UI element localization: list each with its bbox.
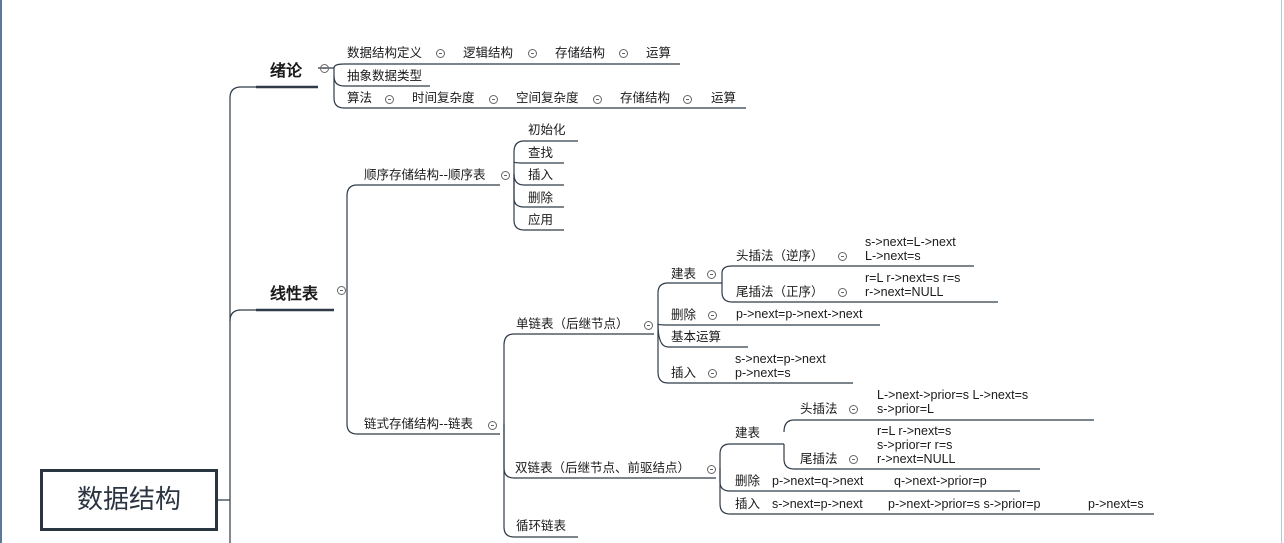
chain-title[interactable]: 链式存储结构--链表 bbox=[364, 416, 474, 431]
code-line: r=L r->next=s r=s bbox=[865, 271, 961, 285]
seq-item[interactable]: 应用 bbox=[528, 212, 554, 227]
intro-item[interactable]: 运算 bbox=[646, 45, 672, 60]
single-delete[interactable]: 删除 bbox=[671, 307, 697, 322]
code-line: p->next=q->next bbox=[772, 474, 864, 488]
collapse-icon[interactable] bbox=[385, 95, 394, 104]
intro-item[interactable]: 空间复杂度 bbox=[516, 90, 579, 105]
single-basic-ops[interactable]: 基本运算 bbox=[671, 329, 722, 344]
seq-item[interactable]: 查找 bbox=[528, 145, 554, 160]
circular-list[interactable]: 循环链表 bbox=[516, 518, 567, 533]
left-border bbox=[0, 0, 2, 543]
intro-item[interactable]: 存储结构 bbox=[555, 45, 606, 60]
collapse-icon[interactable] bbox=[708, 311, 717, 320]
double-head-insert[interactable]: 头插法 bbox=[800, 401, 838, 416]
intro-item[interactable]: 运算 bbox=[711, 90, 737, 105]
root-node[interactable]: 数据结构 bbox=[40, 469, 218, 531]
code-line: p->next->prior=s s->prior=p bbox=[888, 497, 1041, 511]
intro-item[interactable]: 时间复杂度 bbox=[412, 90, 475, 105]
intro-item[interactable]: 存储结构 bbox=[620, 90, 671, 105]
collapse-icon[interactable] bbox=[708, 369, 717, 378]
intro-item[interactable]: 逻辑结构 bbox=[463, 45, 514, 60]
collapse-icon[interactable] bbox=[489, 95, 498, 104]
root-title: 数据结构 bbox=[76, 485, 181, 515]
code-line: L->next->prior=s L->next=s bbox=[877, 388, 1029, 402]
double-delete[interactable]: 删除 bbox=[735, 473, 761, 488]
collapse-icon[interactable] bbox=[838, 252, 847, 261]
double-title[interactable]: 双链表（后继节点、前驱结点） bbox=[515, 460, 691, 475]
collapse-icon[interactable] bbox=[488, 421, 497, 430]
single-tail-insert[interactable]: 尾插法（正序） bbox=[736, 284, 824, 299]
right-border bbox=[1281, 0, 1282, 543]
seq-item[interactable]: 删除 bbox=[528, 190, 554, 205]
intro-title[interactable]: 绪论 bbox=[270, 61, 303, 80]
collapse-icon[interactable] bbox=[683, 95, 692, 104]
code-line: s->next=p->next bbox=[735, 352, 826, 366]
collapse-icon[interactable] bbox=[707, 465, 716, 474]
single-build[interactable]: 建表 bbox=[671, 266, 697, 281]
collapse-icon[interactable] bbox=[838, 288, 847, 297]
seq-title[interactable]: 顺序存储结构--顺序表 bbox=[364, 167, 486, 182]
single-head-insert[interactable]: 头插法（逆序） bbox=[736, 248, 824, 263]
collapse-icon[interactable] bbox=[436, 49, 445, 58]
double-tail-insert[interactable]: 尾插法 bbox=[800, 451, 838, 466]
collapse-icon[interactable] bbox=[644, 321, 653, 330]
code-line: L->next=s bbox=[865, 249, 921, 263]
seq-item[interactable]: 初始化 bbox=[528, 122, 566, 137]
collapse-icon[interactable] bbox=[528, 49, 537, 58]
collapse-icon[interactable] bbox=[337, 286, 346, 295]
intro-item[interactable]: 算法 bbox=[347, 90, 373, 105]
collapse-icon[interactable] bbox=[619, 49, 628, 58]
single-insert[interactable]: 插入 bbox=[671, 365, 697, 380]
single-title[interactable]: 单链表（后继节点） bbox=[516, 316, 629, 331]
double-insert[interactable]: 插入 bbox=[735, 496, 761, 511]
code-line: q->next->prior=p bbox=[894, 474, 987, 488]
collapse-icon[interactable] bbox=[849, 455, 858, 464]
code-line: r->next=NULL bbox=[877, 452, 956, 466]
code-line: s->prior=L bbox=[877, 402, 934, 416]
code-line: r=L r->next=s bbox=[877, 424, 952, 438]
code-line: s->prior=r r=s bbox=[877, 438, 953, 452]
collapse-icon[interactable] bbox=[707, 270, 716, 279]
code-line: s->next=L->next bbox=[865, 235, 956, 249]
code-line: p->next=s bbox=[1088, 497, 1144, 511]
intro-item[interactable]: 数据结构定义 bbox=[347, 45, 423, 60]
intro-item[interactable]: 抽象数据类型 bbox=[347, 68, 423, 83]
collapse-icon[interactable] bbox=[501, 171, 510, 180]
seq-item[interactable]: 插入 bbox=[528, 167, 554, 182]
collapse-icon[interactable] bbox=[593, 95, 602, 104]
collapse-icon[interactable] bbox=[320, 64, 329, 73]
linear-title[interactable]: 线性表 bbox=[270, 284, 319, 303]
code-line: s->next=p->next bbox=[772, 497, 863, 511]
double-build[interactable]: 建表 bbox=[735, 425, 761, 440]
collapse-icon[interactable] bbox=[849, 405, 858, 414]
code-line: p->next=p->next->next bbox=[736, 307, 863, 321]
code-line: p->next=s bbox=[735, 366, 791, 380]
code-line: r->next=NULL bbox=[865, 285, 944, 299]
